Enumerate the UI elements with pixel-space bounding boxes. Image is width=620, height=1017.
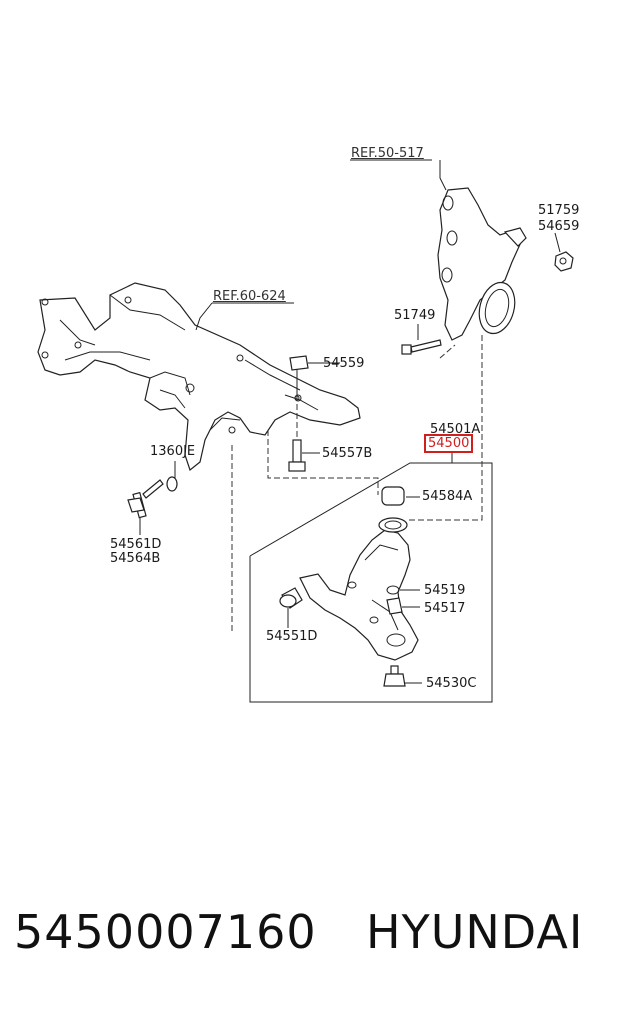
ref-subframe-callout: REF.60-624	[213, 289, 286, 304]
callout-54561d: 54561D	[110, 537, 162, 552]
leader-lines	[139, 159, 561, 684]
callout-54530c: 54530C	[426, 676, 477, 691]
callout-54501a: 54501A	[430, 422, 481, 437]
callout-51759: 51759	[538, 203, 580, 218]
part-number: 5450007160	[14, 905, 317, 959]
exploded-view-drawing	[37, 159, 574, 703]
ref-knuckle-callout: REF.50-517	[351, 146, 424, 161]
callout-54551d: 54551D	[266, 629, 318, 644]
subframe-shape	[37, 282, 361, 472]
callout-54519: 54519	[424, 583, 466, 598]
callout-54517: 54517	[424, 601, 466, 616]
brand-name: HYUNDAI	[366, 905, 584, 959]
assembly-box	[249, 462, 493, 703]
callout-54659: 54659	[538, 219, 580, 234]
callout-54584a: 54584A	[422, 489, 473, 504]
footer-bar: 5450007160 HYUNDAI	[0, 905, 620, 975]
callout-1360je: 1360JE	[150, 444, 196, 459]
parts-diagram: REF.50-517 REF.60-624 51759 54659 51749 …	[37, 146, 580, 703]
fastener-shapes	[127, 355, 309, 519]
knuckle-shape	[401, 187, 574, 355]
lower-arm-shape	[279, 486, 419, 687]
callout-54557b: 54557B	[322, 446, 373, 461]
callout-54500-highlight: 54500	[424, 434, 474, 453]
callout-54559: 54559	[323, 356, 365, 371]
callout-54564b: 54564B	[110, 551, 161, 566]
callout-51749: 51749	[394, 308, 436, 323]
